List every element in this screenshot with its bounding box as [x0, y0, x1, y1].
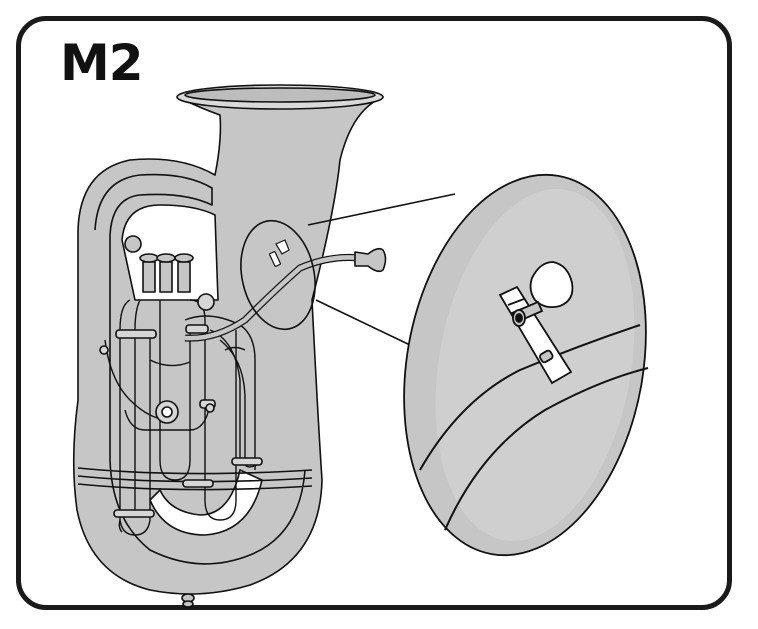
step-label: M2 — [60, 34, 144, 92]
magnifier-callout — [403, 173, 649, 557]
callout-lines — [307, 193, 456, 346]
lyre-clamp-icon — [498, 261, 574, 385]
tuba-icon — [72, 84, 387, 608]
highlight-circle — [240, 219, 316, 331]
small-lyre-clamp-icon — [269, 239, 290, 267]
